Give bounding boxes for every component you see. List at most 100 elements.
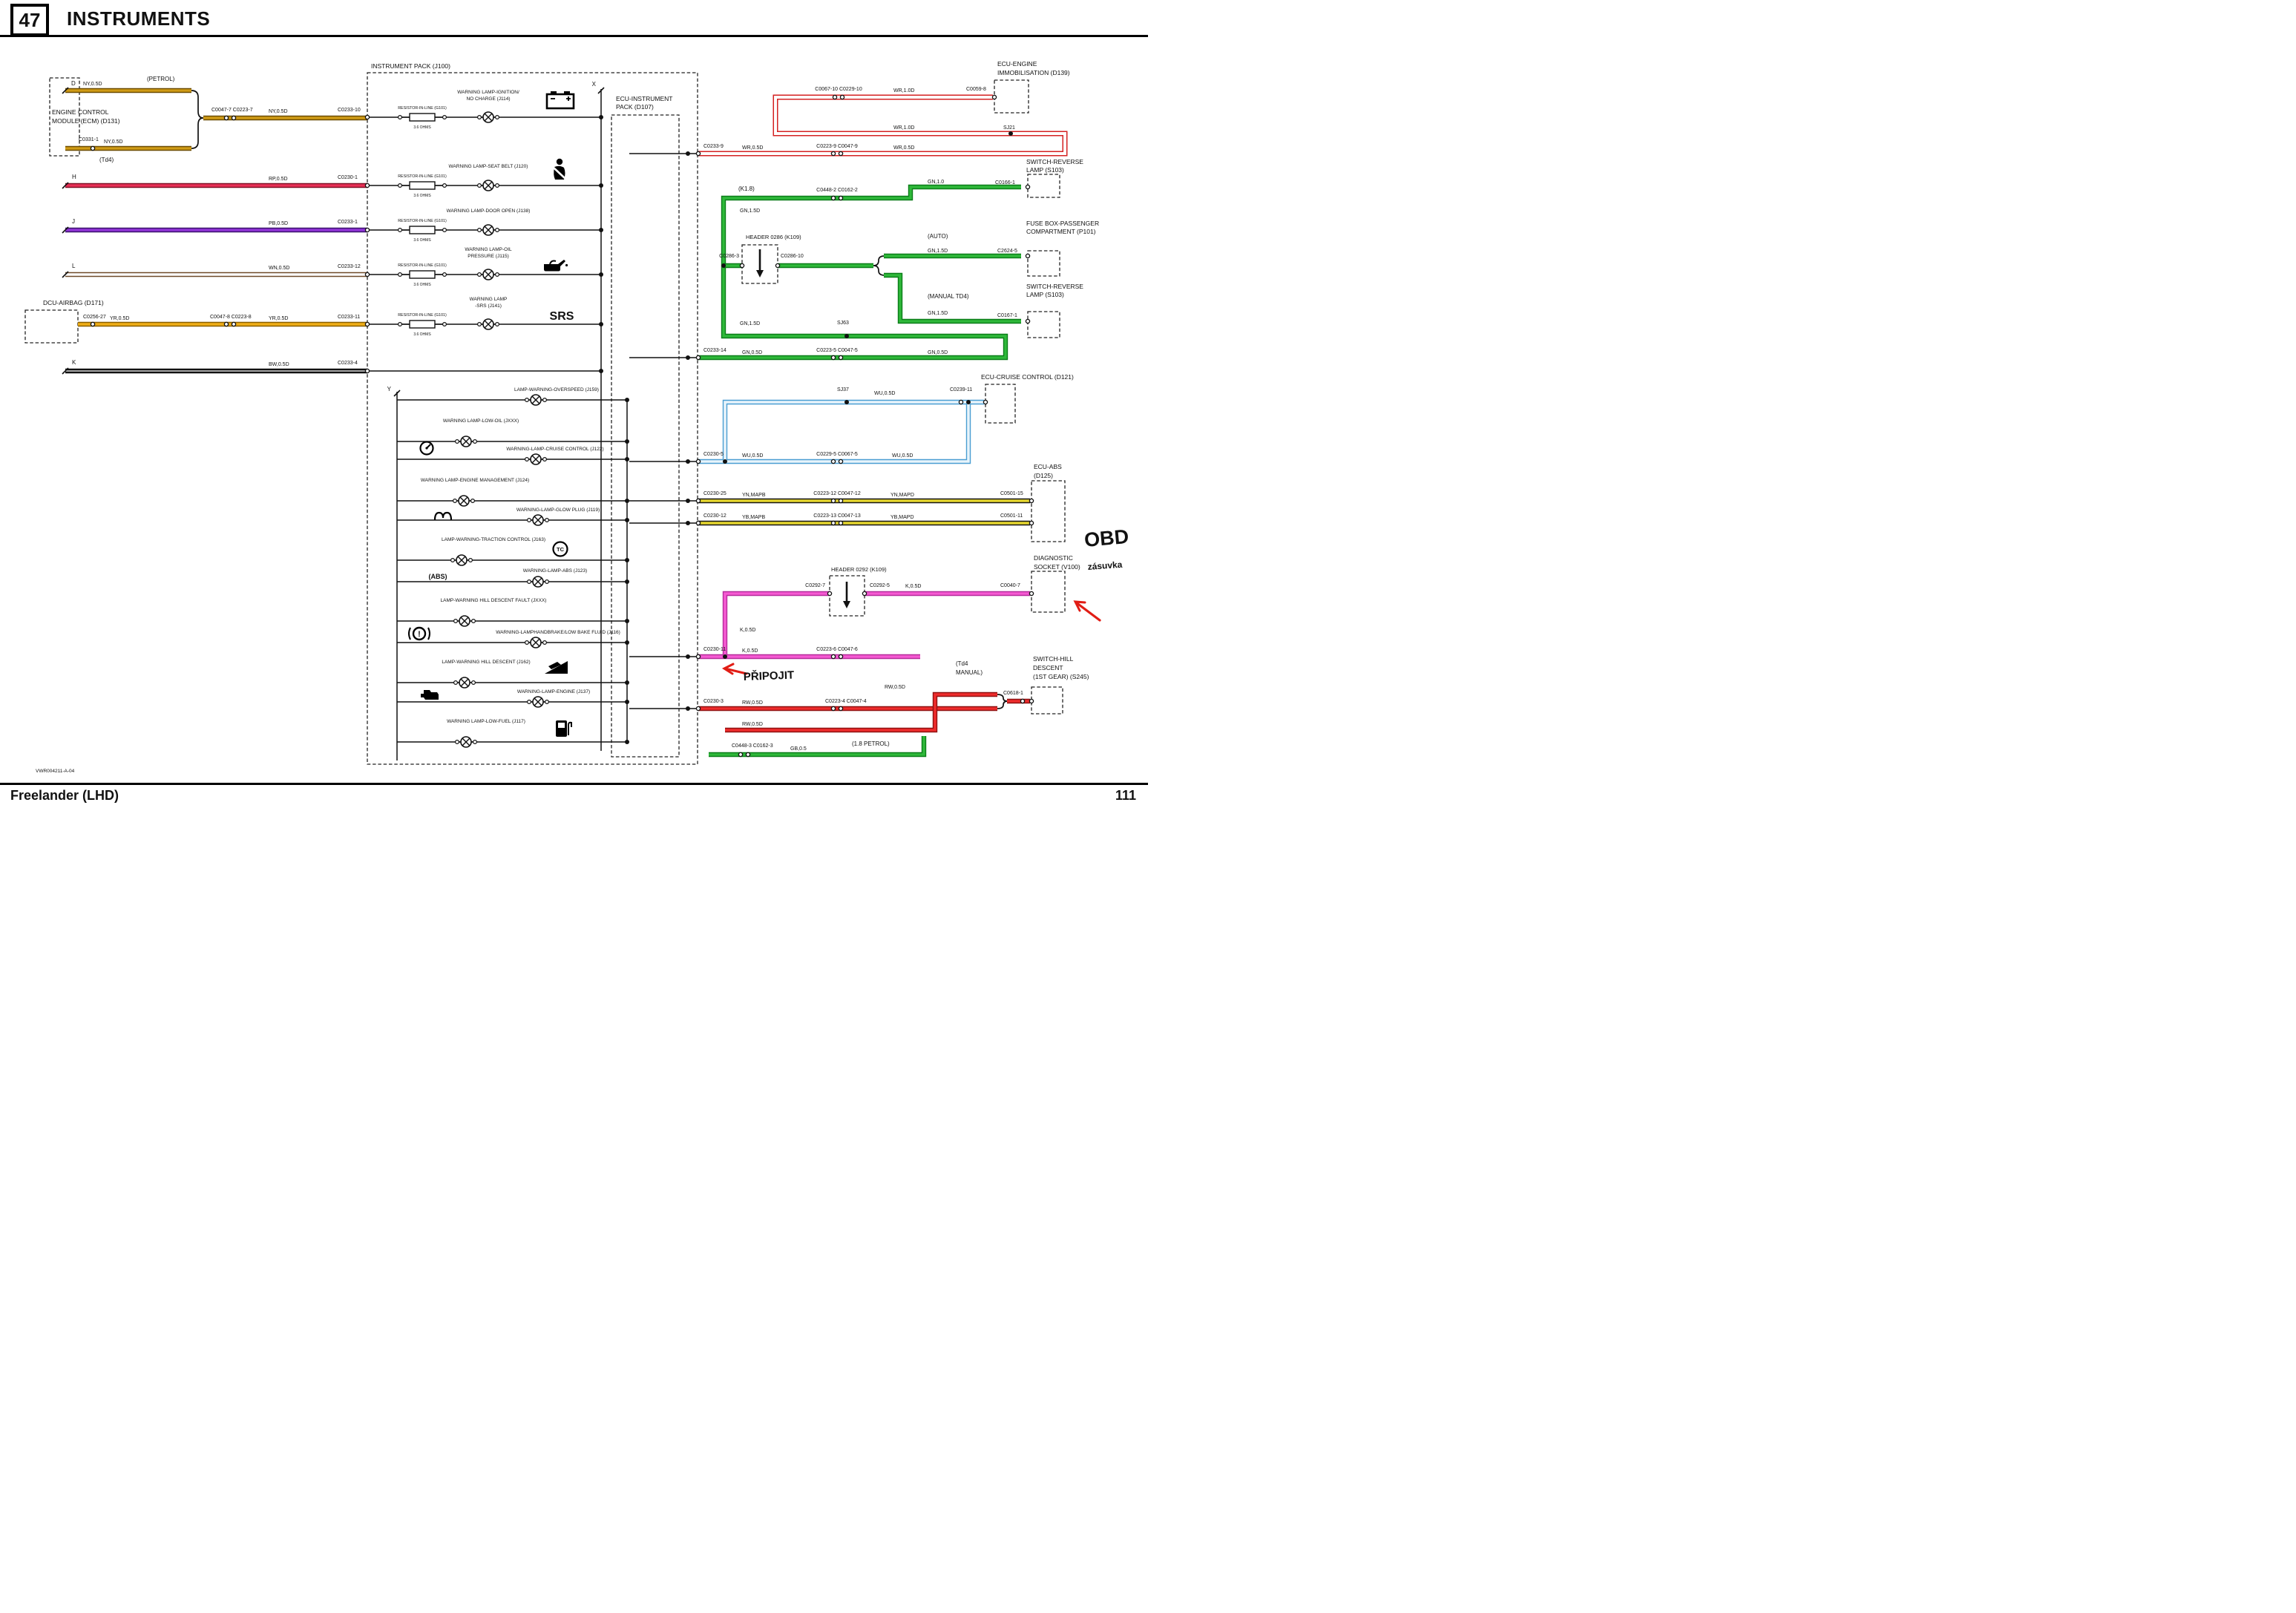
label-airbag-code2: YR,0.5D (269, 316, 288, 321)
warning-lamp-symbol (454, 436, 478, 447)
diagnostic-socket-box (1031, 571, 1066, 613)
label-cru-exit_conn: C0230-5 (703, 452, 724, 457)
connector-symbol (695, 498, 701, 504)
label-lamps_lower-9-label: LAMP-WARNING HILL DESCENT (J162) (442, 660, 530, 665)
label-fuse-auto: (AUTO) (928, 233, 948, 240)
junction-dot (1008, 131, 1013, 136)
connector-symbol (838, 151, 844, 157)
label-rev1-conn: C0166-1 (995, 180, 1015, 185)
connector-symbol (775, 263, 781, 269)
label-hdr1-name: HEADER 0286 (K109) (746, 234, 801, 240)
connector-symbol (364, 227, 370, 233)
label-airbag-name: DCU-AIRBAG (D171) (43, 299, 104, 306)
connector-symbol (695, 654, 701, 660)
label-left_wires-1-conn: C0233-1 (338, 220, 358, 225)
label-imm-exit_code: WR,0.5D (742, 145, 763, 151)
label-pack-title: INSTRUMENT PACK (J100) (371, 62, 450, 70)
wire-gb-petrol (709, 736, 927, 758)
label-hill-name2: DESCENT (1033, 664, 1063, 671)
junction-dot (625, 740, 629, 744)
resistor-symbol (397, 270, 447, 279)
connector-symbol (231, 321, 237, 327)
label-bottom-gb_pair: C0448-3 C0162-3 (732, 743, 773, 749)
cruise-ecu-box (985, 384, 1016, 424)
connector-symbol (1029, 498, 1034, 504)
label-airbag-conn: C0233-11 (338, 315, 360, 320)
label-abs-a_code: YN,MAPB (742, 493, 766, 498)
label-diag-name1: DIAGNOSTIC (1034, 554, 1073, 562)
label-pack-pin_y: Y (387, 386, 392, 392)
connector-symbol (838, 459, 844, 464)
label-diag-code: K,0.5D (905, 584, 921, 589)
fuse-box-p101 (1027, 250, 1060, 277)
label-lamps_upper-0-l2: NO CHARGE (J114) (466, 96, 510, 102)
obd-annotation-arrow (1073, 600, 1101, 622)
ecu-instrument-pack-box (611, 114, 680, 758)
junction-dot (723, 654, 727, 659)
label-abs-a_exit: C0230-25 (703, 491, 726, 496)
label-pack-ohms: 3.6 OHMS (413, 238, 431, 243)
label-ecm-wire_bottom: NY,0.5D (104, 139, 123, 145)
junction-dot (599, 322, 603, 326)
wire-k-diagnostic (698, 591, 1030, 660)
battery-icon (545, 91, 575, 110)
label-hill-codelow: RW,0.5D (742, 722, 763, 727)
connector-symbol (830, 520, 836, 526)
connector-symbol (832, 94, 838, 100)
connector-symbol (364, 321, 370, 327)
label-lamps_lower-3-label: WARNING LAMP-ENGINE MANAGEMENT (J124) (421, 478, 529, 483)
connector-symbol (745, 752, 751, 758)
label-fuse-name2: COMPARTMENT (P101) (1026, 228, 1096, 235)
connector-symbol (830, 654, 836, 660)
label-imm-conn: C0059-8 (966, 87, 986, 92)
label-grn-pair: C0448-2 C0162-2 (816, 188, 858, 193)
connector-symbol (838, 355, 844, 361)
warning-lamp-symbol (476, 180, 500, 191)
brake-warning-icon: ! (408, 626, 430, 641)
junction-dot (625, 518, 629, 522)
connector-symbol (364, 183, 370, 188)
connector-symbol (90, 321, 96, 327)
connector-symbol (223, 321, 229, 327)
label-rev1-name2: LAMP (S103) (1026, 166, 1064, 174)
label-rev2-conn: C0167-1 (997, 313, 1017, 318)
label-ecm-conn_bottom: C0331-1 (79, 137, 99, 142)
label-ann-prip: PŘIPOJIT (744, 668, 795, 683)
connector-symbol (827, 591, 833, 597)
warning-lamp-symbol (524, 637, 548, 648)
junction-dot (599, 228, 603, 232)
warning-lamp-symbol (452, 495, 476, 507)
junction-dot (844, 334, 849, 338)
wire-gn-manual (884, 272, 1021, 324)
label-diag-exit_conn: C0230-11 (703, 647, 726, 652)
label-ny-pair: C0047-7 C0223-7 (211, 108, 253, 113)
oil-can-icon (544, 260, 568, 272)
label-pack-resistor: RESISTOR-IN-LINE (G101) (398, 263, 447, 268)
label-lamps_upper-4-l2: -SRS (J141) (475, 303, 502, 309)
instrument-pack-box (367, 72, 698, 765)
label-lamps_upper-2-l1: WARNING LAMP-DOOR OPEN (J138) (447, 208, 531, 214)
label-ecm-pin_top: D (71, 80, 76, 87)
junction-dot (625, 398, 629, 402)
label-lamps_upper-4-srs: SRS (550, 310, 574, 323)
label-ecm-td4: (Td4) (99, 157, 114, 163)
label-cru-pair: C0229-5 C0067-5 (816, 452, 858, 457)
glow-plug-coil-icon (433, 511, 453, 521)
label-ecm-wire_top: NY,0.5D (83, 82, 102, 87)
label-pack-pin_x: X (592, 81, 597, 88)
instruments-wiring-diagram: TC (ABS) ! RESISTOR-IN-LINE (G101)3.6 OH… (24, 60, 1129, 774)
junction-dot (599, 183, 603, 188)
junction-dot (966, 400, 971, 404)
junction-dot (625, 558, 629, 562)
label-grnlow-sj: SJ63 (837, 321, 849, 326)
label-imm-name2: IMMOBILISATION (D139) (997, 69, 1070, 76)
connector-symbol (364, 368, 370, 374)
label-lamps_lower-11-label: WARNING LAMP-LOW-FUEL (J117) (447, 719, 525, 724)
label-fuse-code: GN,1.5D (928, 249, 948, 254)
warning-lamp-symbol (450, 554, 473, 566)
label-pack-ohms: 3.6 OHMS (413, 332, 431, 337)
resistor-symbol (397, 320, 447, 329)
label-rev2-name1: SWITCH-REVERSE (1026, 283, 1083, 290)
wire-wr-immobiliser (698, 94, 1068, 157)
connector-symbol (1025, 318, 1031, 324)
